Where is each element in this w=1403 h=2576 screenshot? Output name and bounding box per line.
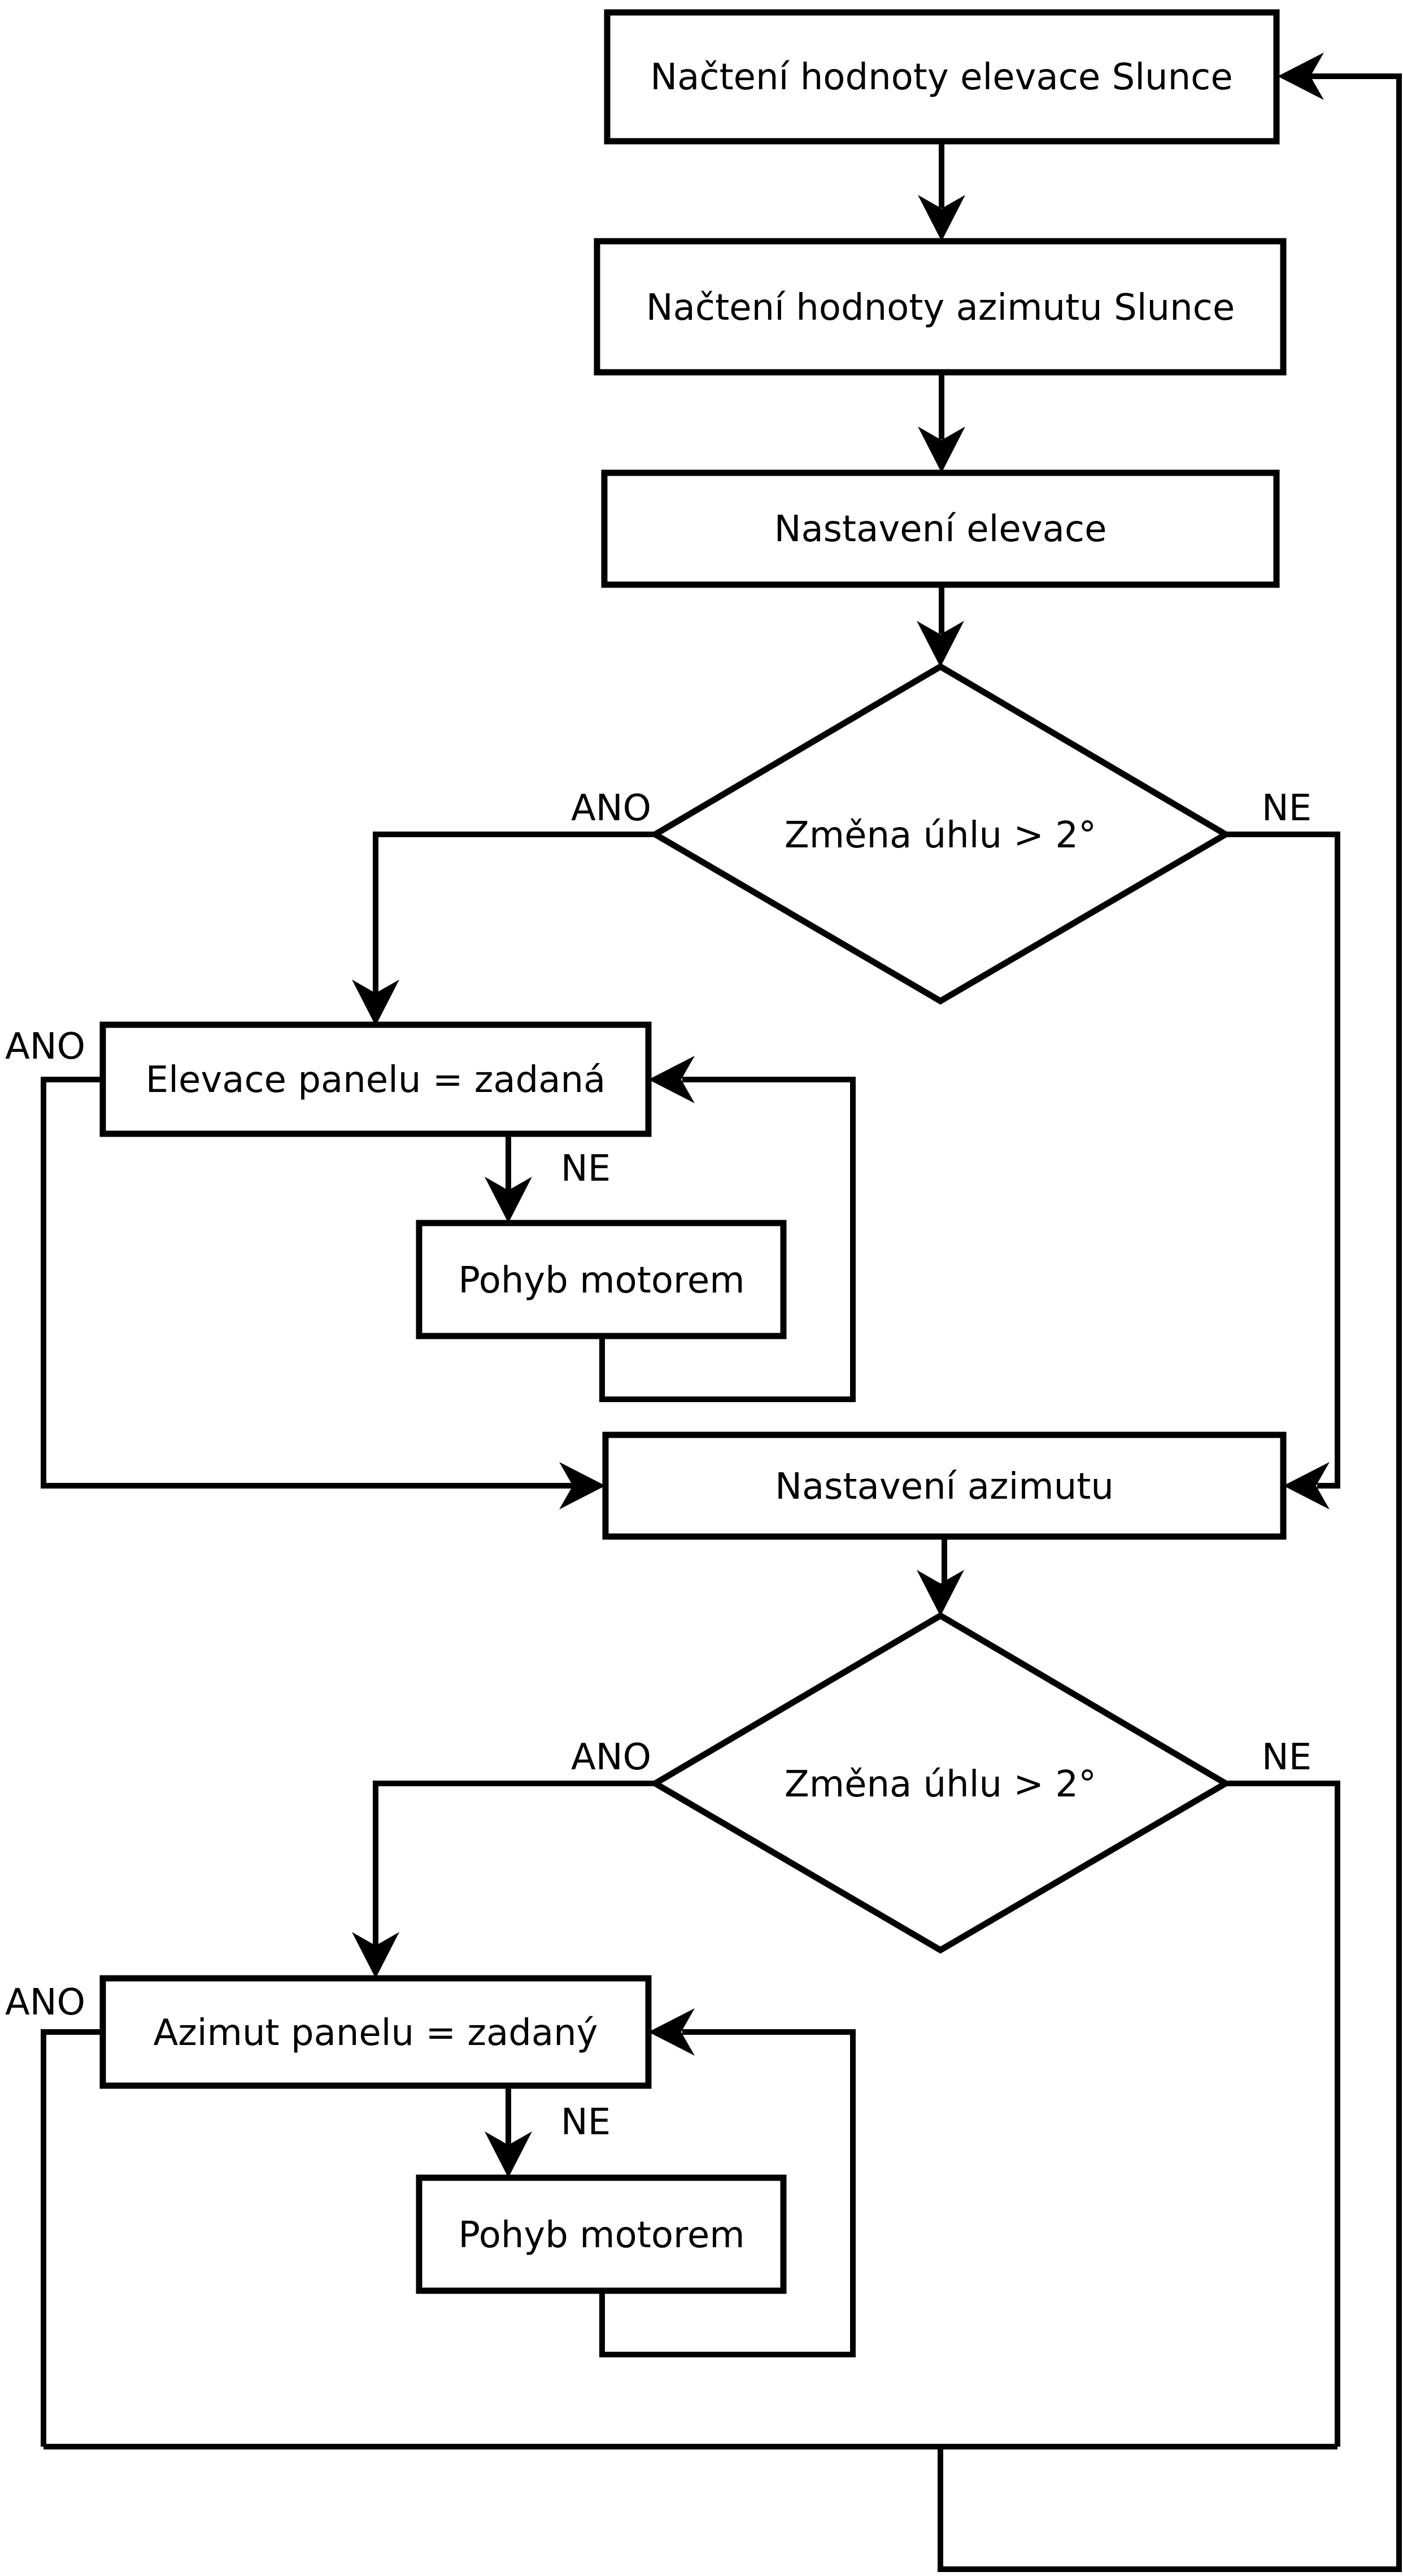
edge-label-elevation-equal-ano: ANO <box>5 1026 85 1068</box>
process-box-load-azimuth <box>594 238 1287 376</box>
label-decision-elevation: Změna úhlu > 2° <box>785 815 1096 856</box>
edge-motor2-loop-to-azimuth-equal <box>599 2029 856 2357</box>
label-set-azimuth: Nastavení azimutu <box>775 1466 1114 1508</box>
arrowhead-into-azimuth-equal-right <box>648 2008 695 2056</box>
edge-label-decision2-ano: ANO <box>571 1737 651 1778</box>
arrowhead-into-motor2 <box>485 2131 532 2178</box>
edge-label-decision1-ano: ANO <box>571 787 651 829</box>
edge-label-decision1-ne: NE <box>1262 787 1312 829</box>
label-set-elevation: Nastavení elevace <box>774 508 1107 550</box>
edge-return-to-start <box>938 73 1402 2572</box>
arrowhead-into-set-elevation <box>918 427 965 473</box>
edge-label-elevation-equal-ne: NE <box>561 1148 611 1190</box>
edge-label-azimuth-equal-ano: ANO <box>5 1982 85 2024</box>
edge-label-azimuth-equal-ne: NE <box>561 2101 611 2143</box>
arrowhead-into-set-azimuth-left <box>559 1462 605 1509</box>
label-load-elevation: Načtení hodnoty elevace Slunce <box>650 56 1232 98</box>
edge-decision1-ano-to-elevation-equal <box>373 832 656 1001</box>
label-motor-elevation: Pohyb motorem <box>458 1260 744 1302</box>
arrowhead-into-decision2 <box>917 1570 964 1616</box>
label-elevation-equal: Elevace panelu = zadaná <box>146 1059 605 1101</box>
process-box-motor-azimuth <box>416 2174 787 2294</box>
arrowhead-into-set-azimuth-right <box>1283 1462 1330 1509</box>
edge-label-decision2-ne: NE <box>1262 1737 1312 1778</box>
process-box-set-elevation <box>601 469 1280 588</box>
arrowhead-into-decision1 <box>917 621 964 667</box>
arrowhead-into-elevation-equal-top <box>352 980 399 1026</box>
arrowhead-into-load-azimuth <box>918 195 965 241</box>
arrowhead-into-load-elevation <box>1278 53 1324 100</box>
decision-diamond-azimuth <box>649 1612 1232 1954</box>
edge-decision2-ne-down <box>1225 1781 1340 2447</box>
process-box-load-elevation <box>604 9 1280 145</box>
edge-decision2-ano-to-azimuth-equal <box>373 1781 656 1946</box>
process-box-motor-elevation <box>416 1220 787 1339</box>
edge-elevation-equal-ano-to-set-azimuth <box>41 1077 573 1489</box>
process-box-set-azimuth <box>602 1431 1287 1540</box>
label-motor-azimuth: Pohyb motorem <box>458 2214 744 2256</box>
process-box-azimuth-equal <box>99 1975 652 2089</box>
decision-diamond-elevation <box>649 663 1232 1005</box>
label-decision-azimuth: Změna úhlu > 2° <box>785 1764 1096 1805</box>
arrowhead-into-azimuth-equal-top <box>352 1932 399 1978</box>
label-azimuth-equal: Azimut panelu = zadaný <box>153 2012 598 2054</box>
arrowhead-into-elevation-equal-right <box>648 1056 695 1103</box>
label-load-azimuth: Načtení hodnoty azimutu Slunce <box>646 287 1235 329</box>
arrowhead-into-motor1 <box>485 1177 532 1223</box>
edge-azimuth-equal-ano-down <box>41 2029 104 2447</box>
edge-decision1-ne-to-set-azimuth <box>1225 832 1340 1489</box>
edge-motor1-loop-to-elevation-equal <box>599 1077 856 1402</box>
process-box-elevation-equal <box>99 1021 652 1137</box>
